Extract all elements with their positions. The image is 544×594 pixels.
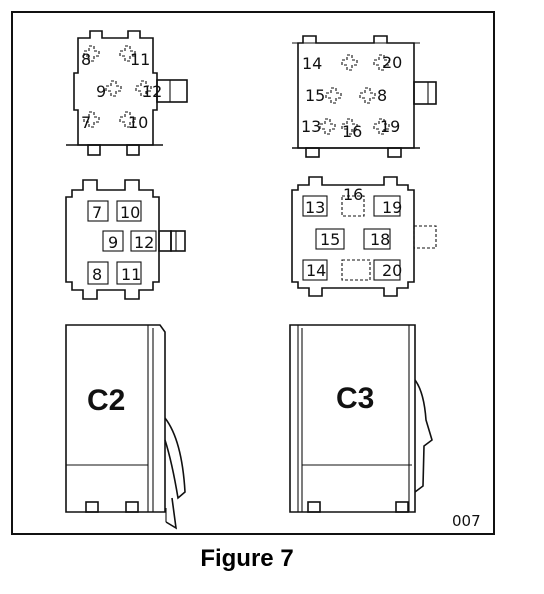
c2-rear-pin-label: 7 [92, 203, 102, 222]
c3-side-view: C3 [289, 324, 433, 513]
c2-face-pin-label: 7 [81, 113, 91, 132]
c2-front-face: 8 11 9 12 7 10 [66, 30, 188, 156]
c3-rear-pin-label: 16 [343, 185, 363, 204]
c3-rear-pin-label: 19 [382, 198, 402, 217]
c2-rear-pin-label: 8 [92, 265, 102, 284]
c2-rear-pin-label: 11 [121, 265, 141, 284]
c2-face-pin-label: 12 [142, 82, 162, 101]
figure-frame [11, 11, 495, 535]
c3-connector-label: C3 [336, 382, 374, 415]
figure-caption: Figure 7 [200, 545, 294, 572]
c3-face-pin-label: 8 [377, 86, 387, 105]
c2-rear-pin-label: 10 [120, 203, 140, 222]
c3-face-pin-label: 16 [342, 122, 362, 141]
c2-rear-pin-label: 12 [134, 233, 154, 252]
c2-face-pin-label: 8 [81, 50, 91, 69]
c3-face-pin-label: 20 [382, 53, 402, 72]
c2-rear-face: 7 10 9 12 8 11 [65, 179, 186, 300]
figure-code: 007 [452, 512, 481, 530]
c3-face-pin-label: 19 [380, 117, 400, 136]
c3-rear-face: 13 16 19 15 18 14 20 [291, 176, 437, 297]
c3-rear-pin-label: 14 [306, 261, 326, 280]
c3-face-pin-label: 13 [301, 117, 321, 136]
c2-face-pin-label: 9 [96, 82, 106, 101]
c2-face-pin-label: 11 [130, 50, 150, 69]
c2-side-view: C2 [65, 324, 186, 530]
c3-face-pin-label: 15 [305, 86, 325, 105]
c3-face-pin-label: 14 [302, 54, 322, 73]
c3-rear-pin-label: 15 [320, 230, 340, 249]
c2-face-pin-label: 10 [128, 113, 148, 132]
c3-rear-pin-label: 18 [370, 230, 390, 249]
c2-rear-pin-label: 9 [108, 233, 118, 252]
c3-rear-pin-label: 20 [382, 261, 402, 280]
c3-front-face: 14 20 15 8 13 16 19 [292, 35, 437, 158]
c3-rear-pin-label: 13 [305, 198, 325, 217]
c2-connector-label: C2 [87, 384, 125, 417]
